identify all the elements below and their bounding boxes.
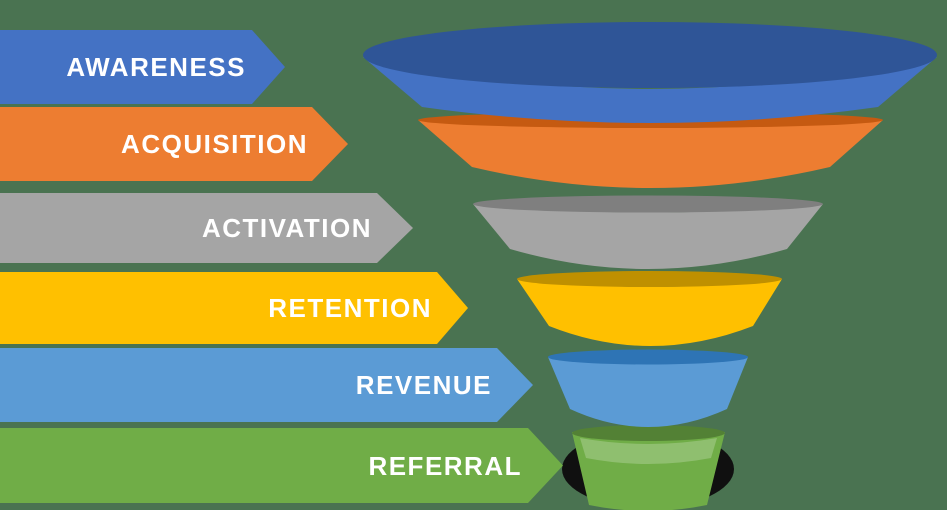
stage-label-retention: RETENTION	[268, 293, 432, 323]
stage-arrow-awareness: AWARENESS	[0, 30, 285, 104]
stage-arrow-activation: ACTIVATION	[0, 193, 413, 263]
funnel-layer-retention-top	[517, 271, 782, 287]
stage-label-revenue: REVENUE	[356, 370, 492, 400]
funnel-layer-referral-top	[572, 425, 725, 441]
stage-arrow-referral-shape	[0, 428, 563, 503]
stage-arrow-activation-shape	[0, 193, 413, 263]
stage-arrow-revenue-shape	[0, 348, 533, 422]
funnel-layer-acquisition-body	[418, 120, 883, 188]
stage-label-referral: REFERRAL	[368, 451, 522, 481]
stage-label-awareness: AWARENESS	[66, 52, 246, 82]
stage-arrow-retention: RETENTION	[0, 272, 468, 344]
funnel-layer-awareness-top	[363, 22, 937, 88]
stage-arrow-acquisition-shape	[0, 107, 348, 181]
funnel-layer-referral-body	[572, 432, 725, 510]
funnel-layer-activation-top	[473, 195, 823, 213]
stage-arrow-referral: REFERRAL	[0, 428, 563, 503]
funnel-layer-referral-gloss	[580, 438, 717, 464]
stage-arrow-retention-shape	[0, 272, 468, 344]
stage-arrow-acquisition: ACQUISITION	[0, 107, 348, 181]
stage-arrow-revenue: REVENUE	[0, 348, 533, 422]
stage-label-activation: ACTIVATION	[202, 213, 372, 243]
stage-arrow-awareness-shape	[0, 30, 285, 104]
stage-label-acquisition: ACQUISITION	[121, 129, 308, 159]
funnel-layer-retention-body	[517, 279, 782, 346]
funnel-layer-revenue-body	[548, 357, 748, 427]
funnel-layer-awareness-body	[363, 57, 937, 123]
funnel-layer-activation-body	[473, 204, 823, 269]
funnel-layer-revenue-top	[548, 349, 748, 365]
